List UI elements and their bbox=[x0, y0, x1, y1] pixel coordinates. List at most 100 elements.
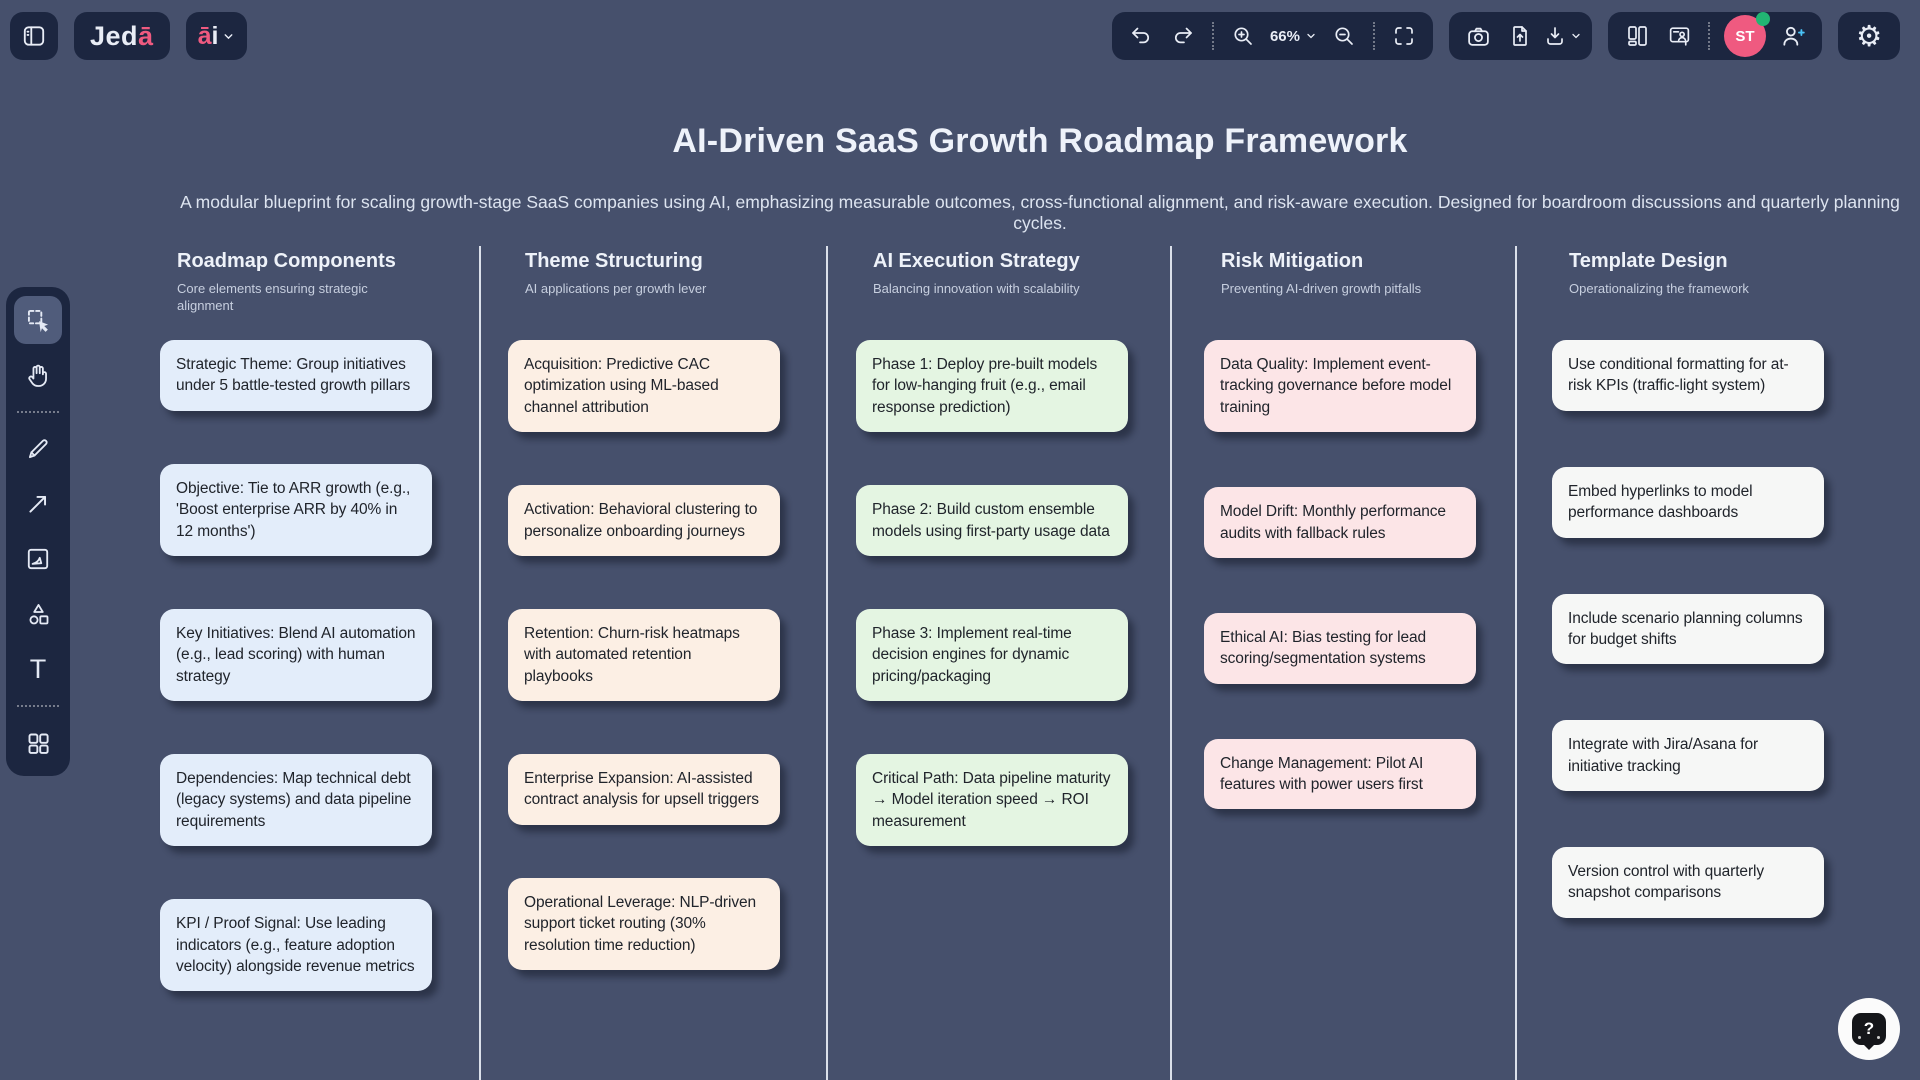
invite-user-button[interactable] bbox=[1774, 17, 1812, 55]
sticky-card[interactable]: Objective: Tie to ARR growth (e.g., 'Boo… bbox=[160, 463, 432, 556]
shapes-icon bbox=[29, 603, 48, 624]
sticky-card[interactable]: Change Management: Pilot AI features wit… bbox=[1204, 738, 1476, 810]
select-tool[interactable] bbox=[14, 296, 62, 344]
zoom-level-selector[interactable]: 66% bbox=[1266, 17, 1321, 55]
zoom-in-button[interactable] bbox=[1224, 17, 1262, 55]
toolbar-divider bbox=[1373, 22, 1375, 50]
column-title[interactable]: Roadmap Components bbox=[177, 250, 396, 272]
arrow-tool[interactable] bbox=[14, 480, 62, 528]
settings-button[interactable]: ⚙ bbox=[1838, 12, 1900, 60]
column-title[interactable]: AI Execution Strategy bbox=[873, 250, 1080, 272]
column-header: Risk Mitigation Preventing AI-driven gro… bbox=[1204, 250, 1476, 340]
undo-icon bbox=[1132, 27, 1149, 44]
sticky-card[interactable]: Ethical AI: Bias testing for lead scorin… bbox=[1204, 612, 1476, 684]
column-subtitle[interactable]: Core elements ensuring strategic alignme… bbox=[177, 281, 368, 313]
help-glyph: ? bbox=[1863, 1019, 1875, 1038]
toolbar-divider bbox=[1708, 22, 1710, 50]
media-tool[interactable] bbox=[14, 535, 62, 583]
sticky-card[interactable]: KPI / Proof Signal: Use leading indicato… bbox=[160, 899, 432, 992]
board-title[interactable]: AI-Driven SaaS Growth Roadmap Framework bbox=[672, 122, 1408, 160]
column-subtitle[interactable]: Operationalizing the framework bbox=[1569, 281, 1749, 296]
sticky-card[interactable]: Retention: Churn-risk heatmaps with auto… bbox=[508, 608, 780, 701]
text-tool[interactable]: T bbox=[14, 645, 62, 693]
download-icon bbox=[1547, 27, 1563, 45]
fullscreen-button[interactable] bbox=[1385, 17, 1423, 55]
column-subtitle[interactable]: AI applications per growth lever bbox=[525, 281, 707, 296]
presence-dot bbox=[1756, 12, 1770, 26]
screenshot-button[interactable] bbox=[1459, 17, 1497, 55]
topbar-right: 66% bbox=[1111, 12, 1900, 60]
sticky-card[interactable]: Operational Leverage: NLP-driven support… bbox=[508, 877, 780, 970]
sidebar-toggle-button[interactable] bbox=[10, 12, 58, 60]
sticky-card[interactable]: Data Quality: Implement event-tracking g… bbox=[1204, 340, 1476, 433]
sticky-card[interactable]: Enterprise Expansion: AI-assisted contra… bbox=[508, 754, 780, 825]
help-button[interactable]: ? bbox=[1838, 998, 1900, 1060]
file-upload-icon bbox=[1513, 26, 1527, 46]
sticky-card[interactable]: Include scenario planning columns for bu… bbox=[1552, 593, 1824, 665]
column-cards: Use conditional formatting for at-risk K… bbox=[1552, 340, 1824, 918]
sticky-card[interactable]: Acquisition: Predictive CAC optimization… bbox=[508, 340, 780, 433]
board-column: Theme Structuring AI applications per gr… bbox=[508, 250, 780, 991]
sticky-card[interactable]: Dependencies: Map technical debt (legacy… bbox=[160, 754, 432, 847]
sticky-card[interactable]: Version control with quarterly snapshot … bbox=[1552, 847, 1824, 918]
tools-sidebar: T bbox=[6, 287, 70, 776]
chevron-down-icon bbox=[222, 30, 235, 43]
column-header: AI Execution Strategy Balancing innovati… bbox=[856, 250, 1128, 340]
add-user-icon bbox=[1783, 26, 1805, 46]
text-tool-icon: T bbox=[29, 653, 47, 684]
column-title[interactable]: Template Design bbox=[1569, 250, 1728, 272]
column-cards: Acquisition: Predictive CAC optimization… bbox=[508, 340, 780, 970]
column-header: Roadmap Components Core elements ensurin… bbox=[160, 250, 432, 340]
sticky-card[interactable]: Critical Path: Data pipeline maturity → … bbox=[856, 754, 1128, 847]
board-area: Roadmap Components Core elements ensurin… bbox=[160, 246, 1900, 1080]
column-divider bbox=[826, 246, 828, 1080]
column-divider bbox=[1170, 246, 1172, 1080]
select-cursor-icon bbox=[27, 309, 48, 332]
ai-letter: i bbox=[211, 21, 219, 50]
sticky-card[interactable]: Phase 2: Build custom ensemble models us… bbox=[856, 485, 1128, 556]
templates-grid-icon bbox=[28, 733, 49, 754]
redo-button[interactable] bbox=[1164, 17, 1202, 55]
sidebar-divider bbox=[17, 705, 59, 707]
pan-tool[interactable] bbox=[14, 351, 62, 399]
help-icon: ? bbox=[1852, 1013, 1886, 1045]
toolbar-divider bbox=[1211, 22, 1214, 50]
board-subtitle[interactable]: A modular blueprint for scaling growth-s… bbox=[180, 192, 1900, 233]
templates-tool[interactable] bbox=[14, 719, 62, 767]
sticky-card[interactable]: Model Drift: Monthly performance audits … bbox=[1204, 487, 1476, 558]
board-header: AI-Driven SaaS Growth Roadmap Framework … bbox=[160, 122, 1920, 234]
sticky-card[interactable]: Use conditional formatting for at-risk K… bbox=[1552, 340, 1824, 411]
shapes-tool[interactable] bbox=[14, 590, 62, 638]
sticky-card[interactable]: Phase 3: Implement real-time decision en… bbox=[856, 608, 1128, 701]
zoom-out-button[interactable] bbox=[1325, 17, 1363, 55]
presentation-icon bbox=[1669, 26, 1689, 46]
board-column: Template Design Operationalizing the fra… bbox=[1552, 250, 1824, 991]
collaboration-toolbar: ST bbox=[1608, 12, 1822, 60]
sticky-card[interactable]: Phase 1: Deploy pre-built models for low… bbox=[856, 340, 1128, 433]
export-download-button[interactable] bbox=[1543, 17, 1582, 55]
present-button[interactable] bbox=[1660, 17, 1698, 55]
gear-icon: ⚙ bbox=[1856, 18, 1882, 53]
sticky-card[interactable]: Integrate with Jira/Asana for initiative… bbox=[1552, 720, 1824, 791]
sidebar-divider bbox=[17, 411, 59, 413]
sticky-card[interactable]: Activation: Behavioral clustering to per… bbox=[508, 485, 780, 556]
user-avatar[interactable]: ST bbox=[1724, 12, 1770, 57]
column-cards: Strategic Theme: Group initiatives under… bbox=[160, 340, 432, 992]
column-title[interactable]: Theme Structuring bbox=[525, 250, 703, 272]
pen-tool[interactable] bbox=[14, 425, 62, 473]
board-column: Roadmap Components Core elements ensurin… bbox=[160, 250, 432, 992]
import-button[interactable] bbox=[1501, 17, 1539, 55]
board-column: Risk Mitigation Preventing AI-driven gro… bbox=[1204, 250, 1476, 991]
sticky-card[interactable]: Strategic Theme: Group initiatives under… bbox=[160, 340, 432, 411]
column-title[interactable]: Risk Mitigation bbox=[1221, 250, 1364, 272]
sticky-card[interactable]: Key Initiatives: Blend AI automation (e.… bbox=[160, 608, 432, 701]
sticky-card[interactable]: Embed hyperlinks to model performance da… bbox=[1552, 466, 1824, 538]
frames-panel-button[interactable] bbox=[1618, 17, 1656, 55]
undo-button[interactable] bbox=[1122, 17, 1160, 55]
column-subtitle[interactable]: Preventing AI-driven growth pitfalls bbox=[1221, 281, 1422, 296]
arrow-icon bbox=[29, 495, 47, 513]
ai-menu-button[interactable]: āi bbox=[185, 12, 248, 60]
column-subtitle[interactable]: Balancing innovation with scalability bbox=[873, 281, 1080, 296]
